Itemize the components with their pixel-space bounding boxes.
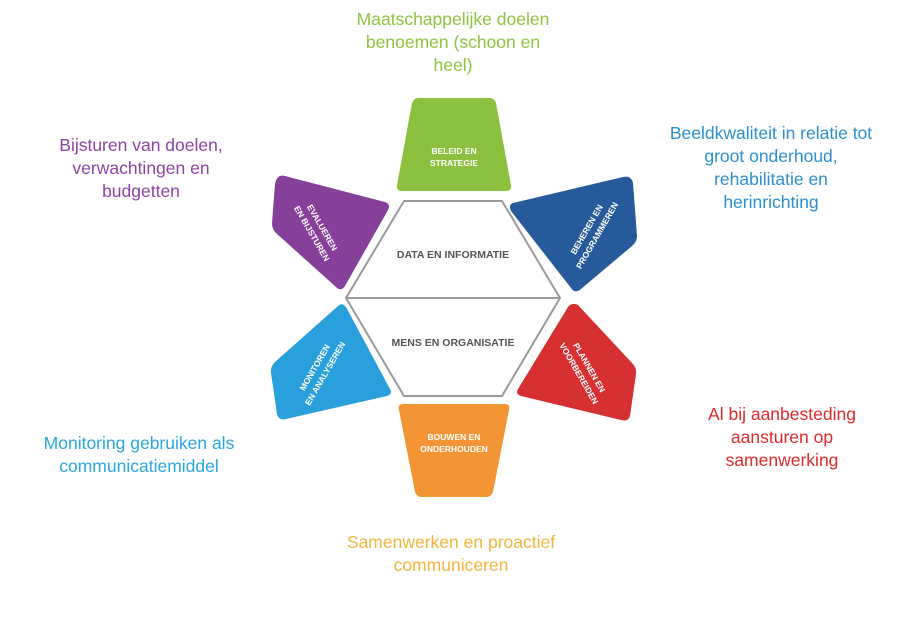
- annotation-bottom-line-1: Samenwerken en proactief: [346, 532, 556, 552]
- segment-plannen-en-voorbereiden: PLANNEN EN VOORBEREIDEN: [517, 303, 637, 421]
- annotation-top-right-line-3: rehabilitatie en: [714, 169, 828, 189]
- center-bottom-label: MENS EN ORGANISATIE: [392, 337, 515, 349]
- annotation-top-left: Bijsturen van doelen, verwachtingen en b…: [36, 134, 246, 203]
- segment-beleid-label-2: STRATEGIE: [430, 158, 478, 168]
- annotation-bottom-right-line-1: Al bij aanbesteding: [708, 404, 856, 424]
- annotation-top-line-3: heel): [433, 55, 473, 75]
- annotation-top-left-line-2: verwachtingen en: [72, 158, 210, 178]
- segment-bouwen-label-1: BOUWEN EN: [428, 432, 481, 442]
- annotation-bottom-line-2: communiceren: [393, 555, 509, 575]
- annotation-bottom-right-line-3: samenwerking: [725, 450, 839, 470]
- annotation-top-line-2: benoemen (schoon en: [365, 32, 541, 52]
- segment-beheren-en-programmeren: BEHEREN EN PROGRAMMEREN: [509, 176, 637, 292]
- annotation-bottom: Samenwerken en proactief communiceren: [306, 531, 596, 577]
- annotation-bottom-right: Al bij aanbesteding aansturen op samenwe…: [672, 403, 892, 472]
- annotation-top-left-line-3: budgetten: [102, 181, 180, 201]
- segment-bouwen-label-2: ONDERHOUDEN: [420, 444, 488, 454]
- segment-evalueren-en-bijsturen: EVALUEREN EN BIJSTUREN: [272, 175, 389, 290]
- segment-beleid-label-1: BELEID EN: [431, 146, 476, 156]
- annotation-top-right-line-4: herinrichting: [723, 192, 819, 212]
- segment-beleid-en-strategie: BELEID EN STRATEGIE: [396, 98, 512, 191]
- center-hexagon: DATA EN INFORMATIE MENS EN ORGANISATIE: [345, 200, 561, 397]
- center-top-label: DATA EN INFORMATIE: [397, 249, 509, 261]
- annotation-bottom-right-line-2: aansturen op: [730, 427, 834, 447]
- annotation-bottom-left: Monitoring gebruiken als communicatiemid…: [14, 432, 264, 478]
- annotation-top-right-line-1: Beeldkwaliteit in relatie tot: [669, 123, 873, 143]
- annotation-bottom-left-line-2: communicatiemiddel: [59, 456, 219, 476]
- annotation-bottom-left-line-1: Monitoring gebruiken als: [43, 433, 235, 453]
- segment-bouwen-en-onderhouden: BOUWEN EN ONDERHOUDEN: [398, 404, 510, 497]
- annotation-top-line-1: Maatschappelijke doelen: [356, 9, 550, 29]
- annotation-top-right-line-2: groot onderhoud,: [704, 146, 838, 166]
- annotation-top: Maatschappelijke doelen benoemen (schoon…: [318, 8, 588, 77]
- annotation-top-right: Beeldkwaliteit in relatie tot groot onde…: [640, 122, 902, 214]
- segment-monitoren-en-analyseren: MONITOREN EN ANALYSEREN: [270, 304, 391, 420]
- annotation-top-left-line-1: Bijsturen van doelen,: [59, 135, 223, 155]
